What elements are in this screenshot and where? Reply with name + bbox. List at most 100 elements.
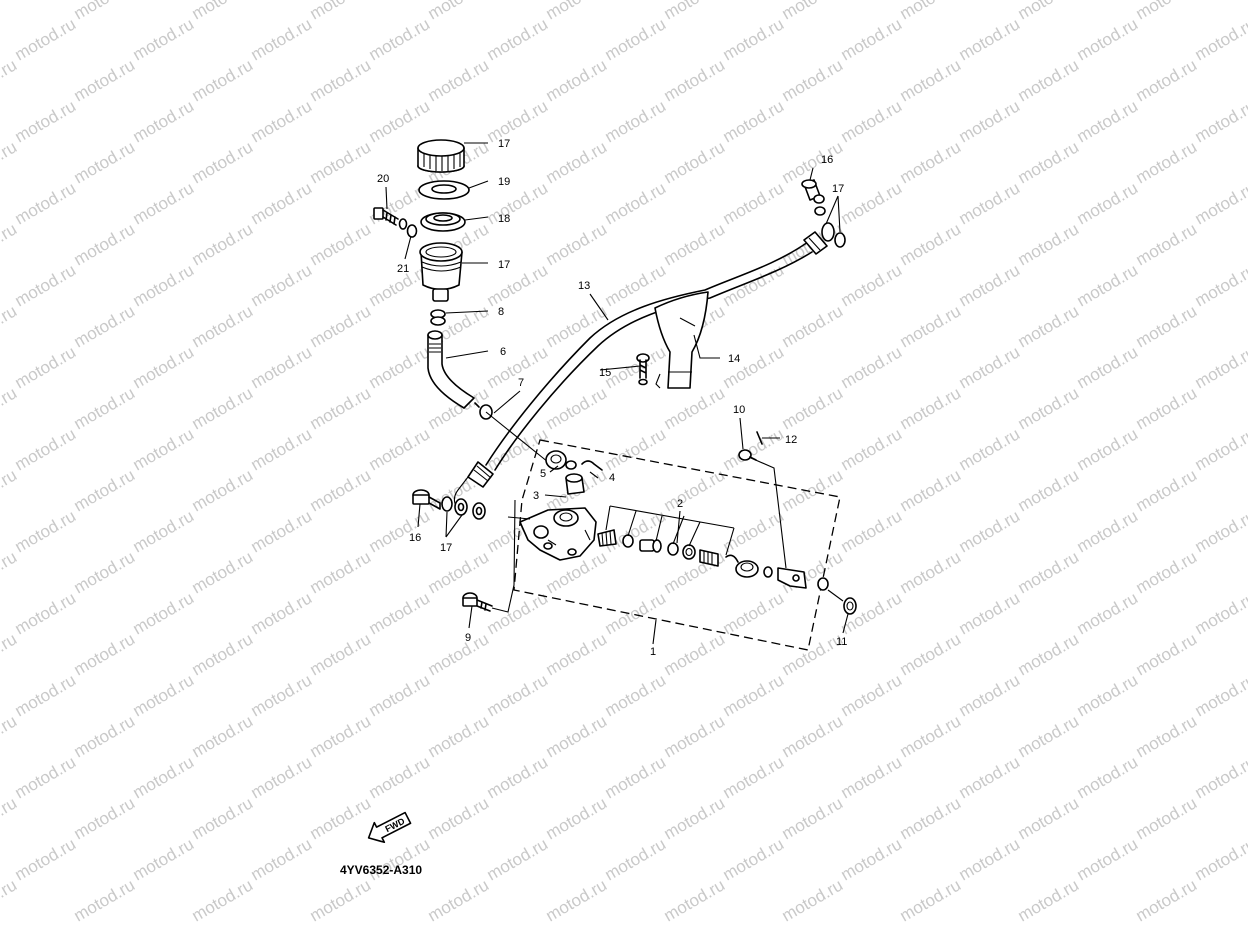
watermark-text: motod.ru (248, 670, 316, 720)
watermark-text: motod.ru (484, 178, 552, 228)
hose-clip-part-7 (474, 402, 493, 420)
watermark-text: motod.ru (1074, 342, 1142, 392)
watermark-text: motod.ru (1133, 0, 1201, 23)
watermark-text: motod.ru (1133, 629, 1201, 679)
watermark-text: motod.ru (307, 383, 375, 433)
watermark-text: motod.ru (248, 424, 316, 474)
watermark-text: motod.ru (897, 0, 965, 23)
watermark-text: motod.ru (71, 55, 139, 105)
watermark-text: motod.ru (1074, 834, 1142, 884)
watermark-text: motod.ru (1133, 465, 1201, 515)
callout-3: 3 (533, 490, 539, 502)
watermark-text: motod.ru (602, 834, 670, 884)
watermark-text: motod.ru (0, 301, 20, 351)
callout-11: 11 (836, 636, 847, 648)
watermark-text: motod.ru (0, 0, 20, 23)
watermark-text: motod.ru (366, 342, 434, 392)
watermark-text: motod.ru (0, 875, 20, 925)
leader-lines (385, 142, 849, 645)
clevis-part (777, 567, 829, 591)
watermark-text: motod.ru (366, 752, 434, 802)
watermark-text: motod.ru (779, 465, 847, 515)
watermark-text: motod.ru (189, 137, 257, 187)
watermark-text: motod.ru (71, 0, 139, 23)
watermark-text: motod.ru (897, 629, 965, 679)
watermark-text: motod.ru (1015, 0, 1083, 23)
watermark-text: motod.ru (1192, 424, 1248, 474)
watermark-text: motod.ru (779, 301, 847, 351)
watermark-text: motod.ru (12, 14, 80, 64)
watermark-text: motod.ru (248, 506, 316, 556)
watermark-text: motod.ru (484, 834, 552, 884)
watermark-text: motod.ru (543, 0, 611, 23)
watermark-text: motod.ru (1015, 875, 1083, 925)
diaphragm-part-20 (420, 212, 466, 232)
watermark-text: motod.ru (12, 670, 80, 720)
watermark-text: motod.ru (71, 793, 139, 843)
watermark-text: motod.ru (12, 260, 80, 310)
watermark-text: motod.ru (307, 0, 375, 23)
watermark-text: motod.ru (838, 342, 906, 392)
watermark-text: motod.ru (779, 0, 847, 23)
watermark-text: motod.ru (425, 55, 493, 105)
callout-18: 17 (498, 259, 510, 271)
watermark-text: motod.ru (838, 260, 906, 310)
watermark-text: motod.ru (425, 0, 493, 23)
watermark-text: motod.ru (543, 793, 611, 843)
watermark-text: motod.ru (720, 752, 788, 802)
banjo-bolt-top (801, 179, 826, 216)
watermark-text: motod.ru (307, 711, 375, 761)
watermark-text: motod.ru (130, 424, 198, 474)
cylinder-body (519, 507, 597, 561)
callout-19: 17 (498, 138, 510, 150)
hose-guide (654, 291, 709, 389)
watermark-text: motod.ru (838, 506, 906, 556)
cap-part-5 (545, 450, 567, 470)
watermark-text: motod.ru (307, 875, 375, 925)
watermark-text: motod.ru (661, 0, 729, 23)
watermark-text: motod.ru (189, 547, 257, 597)
watermark-text: motod.ru (248, 342, 316, 392)
watermark-text: motod.ru (543, 383, 611, 433)
watermark-text: motod.ru (307, 301, 375, 351)
watermark-text: motod.ru (779, 55, 847, 105)
watermark-text: motod.ru (71, 383, 139, 433)
watermark-text: motod.ru (1133, 219, 1201, 269)
watermark-text: motod.ru (1133, 55, 1201, 105)
callout-17-top: 17 (832, 183, 844, 195)
watermark-text: motod.ru (602, 178, 670, 228)
watermark-text: motod.ru (130, 14, 198, 64)
watermark-text: motod.ru (543, 55, 611, 105)
watermark-text: motod.ru (897, 465, 965, 515)
watermark-text: motod.ru (1192, 670, 1248, 720)
watermark-text: motod.ru (0, 137, 20, 187)
watermark-text: motod.ru (484, 260, 552, 310)
watermark-text: motod.ru (897, 301, 965, 351)
watermark-text: motod.ru (1015, 465, 1083, 515)
watermark-text: motod.ru (248, 14, 316, 64)
callout-1: 1 (650, 646, 656, 658)
watermark-text: motod.ru (1074, 178, 1142, 228)
washer-part-23 (406, 224, 418, 238)
watermark-text: motod.ru (307, 55, 375, 105)
watermark-text: motod.ru (1133, 301, 1201, 351)
watermark-text: motod.ru (0, 55, 20, 105)
watermark-text: motod.ru (779, 383, 847, 433)
watermark-text: motod.ru (71, 875, 139, 925)
screw-part-15 (636, 353, 650, 386)
watermark-text: motod.ru (189, 711, 257, 761)
callout-17-left: 17 (440, 542, 452, 554)
watermark-text: motod.ru (484, 96, 552, 146)
watermark-text: motod.ru (602, 260, 670, 310)
watermark-text: motod.ru (12, 588, 80, 638)
watermark-text: motod.ru (0, 383, 20, 433)
watermark-text: motod.ru (248, 178, 316, 228)
watermark-text: motod.ru (0, 629, 20, 679)
watermark-text: motod.ru (0, 219, 20, 269)
plate-part-21 (418, 180, 470, 200)
watermark-text: motod.ru (425, 875, 493, 925)
watermark-text: motod.ru (602, 14, 670, 64)
watermark-text: motod.ru (130, 178, 198, 228)
watermark-text: motod.ru (71, 465, 139, 515)
watermark-text: motod.ru (1015, 711, 1083, 761)
